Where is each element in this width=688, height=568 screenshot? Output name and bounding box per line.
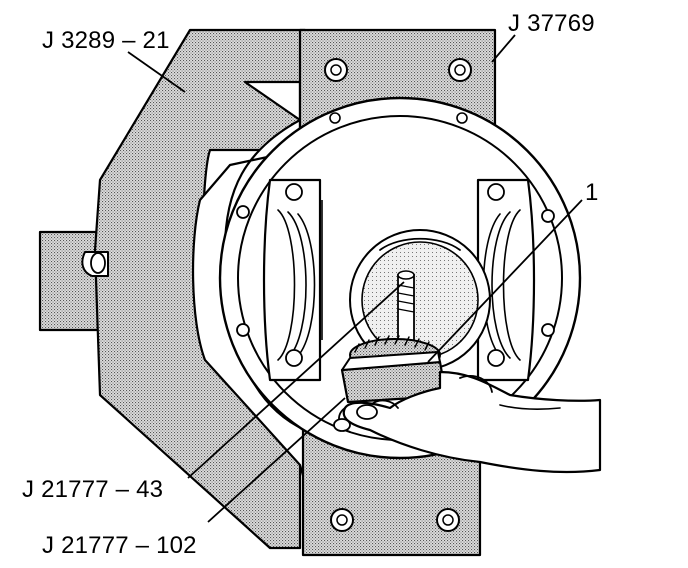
- label-j21777-102: J 21777 – 102: [42, 532, 197, 559]
- leader-item-1: [427, 199, 583, 363]
- technician-hand: [333, 370, 602, 474]
- left-bearing-cap: [262, 178, 323, 382]
- label-item-1: 1: [585, 179, 599, 206]
- pinion-shaft: [397, 270, 415, 356]
- label-j3289-21: J 3289 – 21: [42, 27, 170, 54]
- leader-j21777-43: [187, 281, 405, 479]
- leader-j3289-21: [127, 51, 186, 93]
- leader-j37769: [491, 34, 516, 63]
- label-j21777-43: J 21777 – 43: [22, 476, 163, 503]
- leader-lines: [127, 34, 583, 523]
- pinion-bore: [349, 229, 491, 371]
- leader-j21777-102: [207, 397, 346, 523]
- label-j37769: J 37769: [508, 10, 595, 37]
